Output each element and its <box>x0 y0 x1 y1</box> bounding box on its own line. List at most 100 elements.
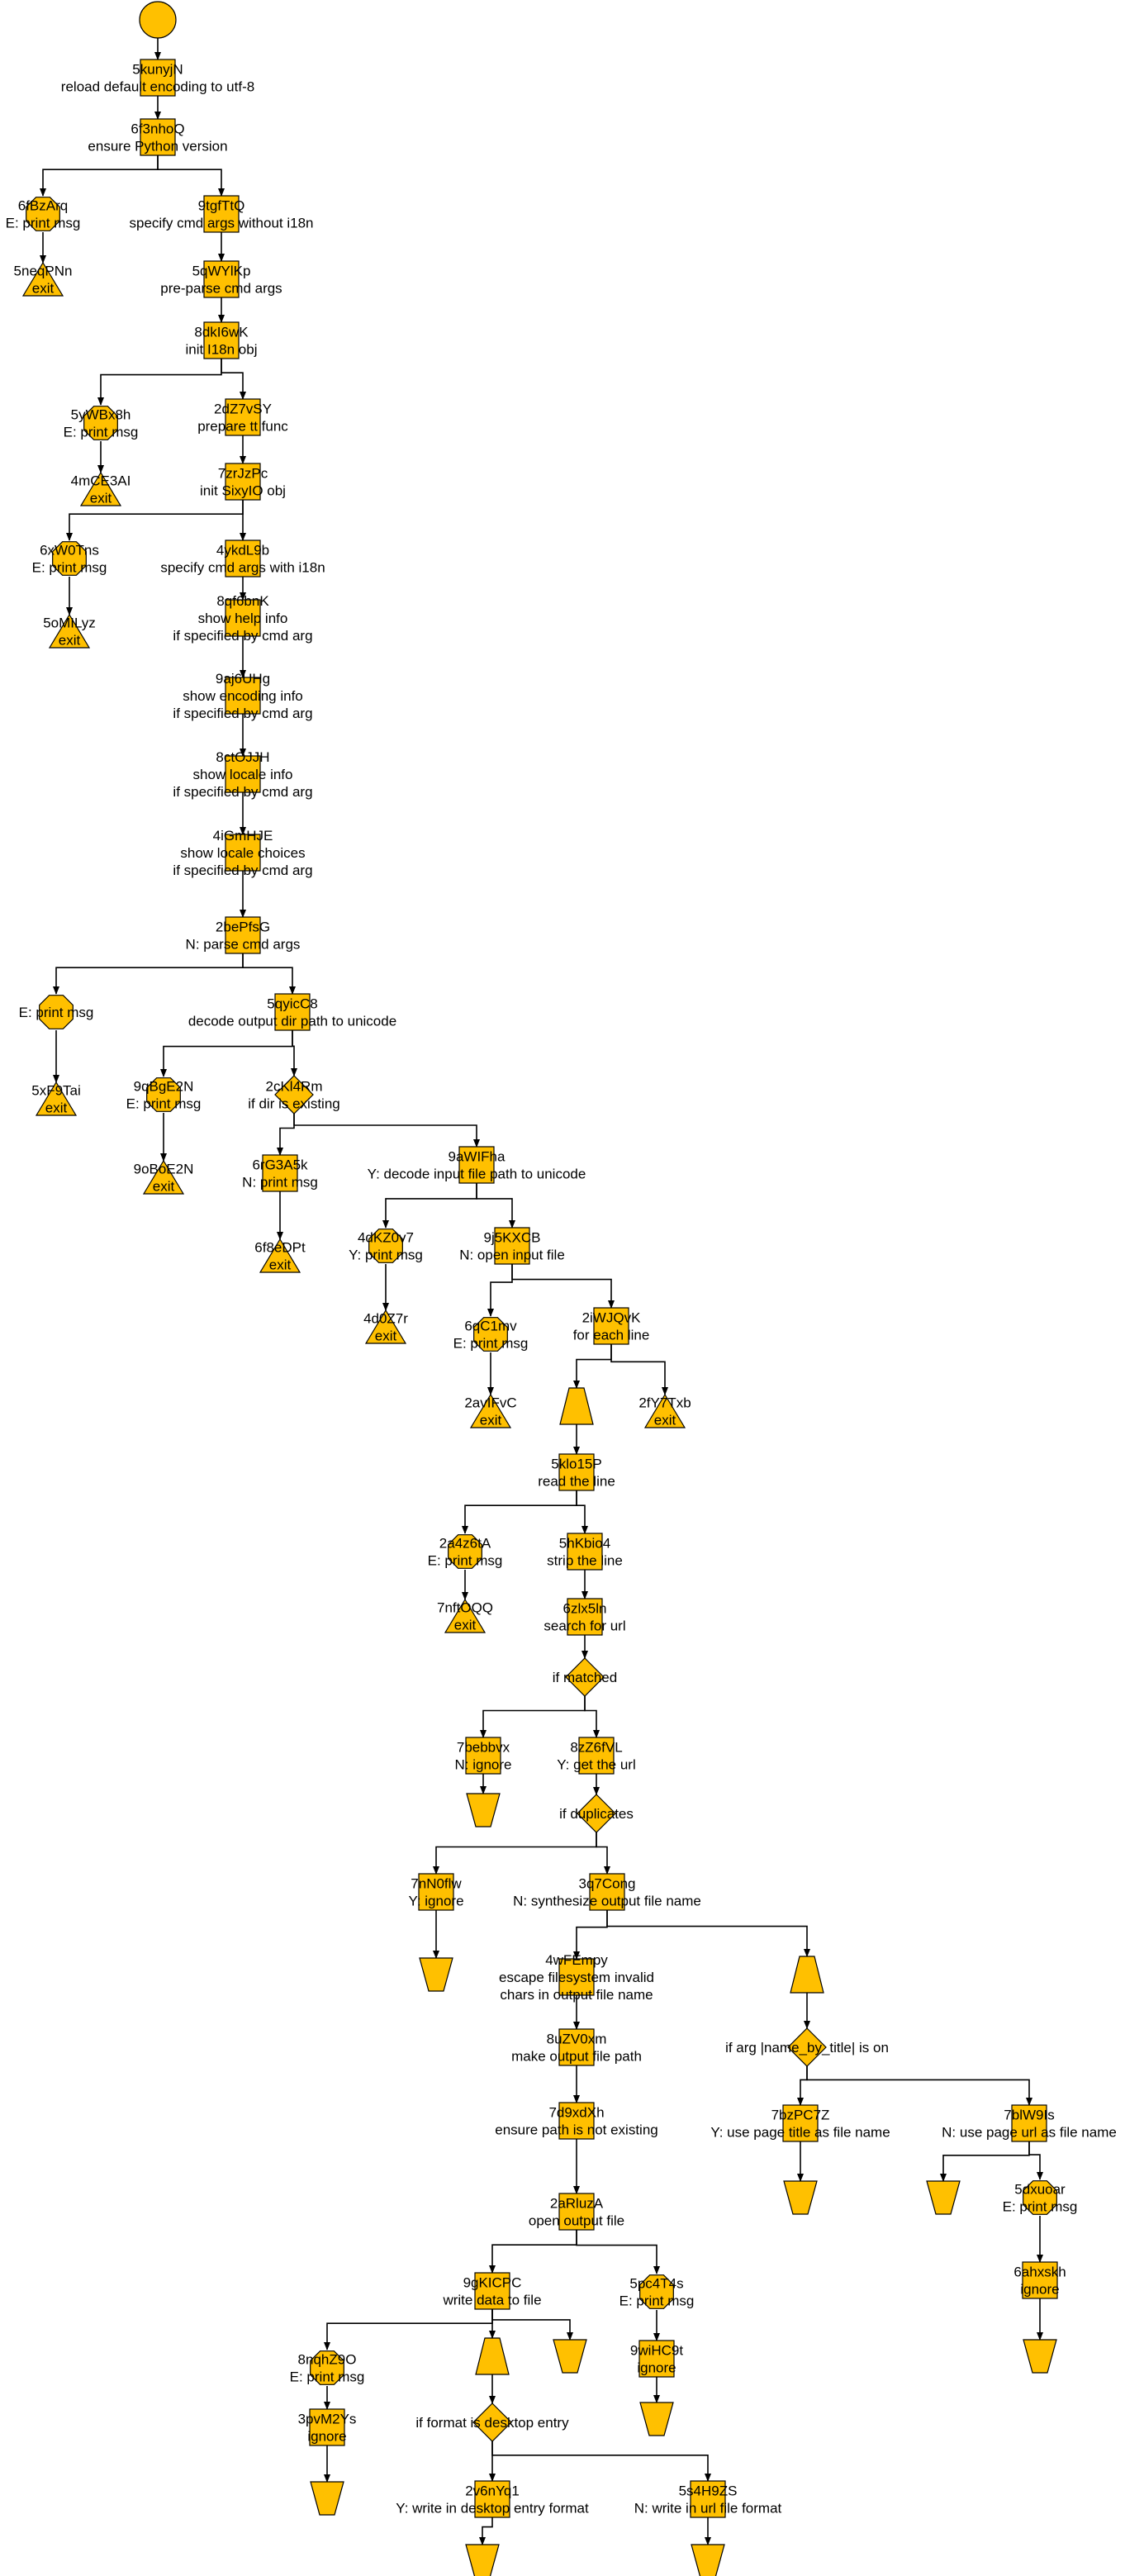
loopend-shape <box>783 2180 818 2215</box>
flow-node-n70: if format is desktop entry <box>415 2403 569 2442</box>
node-text-label: exit <box>654 1413 676 1428</box>
octagon-shape <box>448 1534 482 1569</box>
node-text-label: exit <box>59 633 81 649</box>
flow-node-n62 <box>1023 2339 1057 2374</box>
loopend-shape <box>639 2402 674 2436</box>
node-id-label: 9j5KXCB <box>484 1230 541 1246</box>
edge-n57-n58 <box>940 2141 1030 2182</box>
edge-n60-n63 <box>489 2230 577 2274</box>
node-id-label: 7nftOQQ <box>437 1600 493 1616</box>
node-id-label: 9aWIFha <box>449 1149 506 1165</box>
flow-node-start <box>139 1 177 39</box>
flow-node-n42: if matched <box>553 1657 617 1697</box>
node-id-label: 2bePfsG <box>216 920 270 935</box>
node-id-label: 4mCE3AI <box>71 473 131 489</box>
node-id-label: 7bebbvx <box>457 1740 510 1756</box>
edge-n19-n20 <box>53 953 244 995</box>
node-id-label: 4wFEmpy <box>545 1952 608 1968</box>
rect-shape <box>638 2340 675 2378</box>
octagon-shape <box>26 197 60 231</box>
triangle-shape <box>444 1598 487 1633</box>
flow-node-n67 <box>553 2339 587 2374</box>
node-text-label: if dir is existing <box>248 1096 339 1112</box>
node-id-label: 5qyicC8 <box>267 996 317 1012</box>
octagon-shape <box>1023 2180 1057 2215</box>
node-text-label: if specified by cmd arg <box>173 863 312 878</box>
node-id-label: 2a4z6tA <box>439 1536 491 1552</box>
node-text-label: for each line <box>573 1328 650 1343</box>
node-text-label: init SixyIO obj <box>200 483 286 499</box>
triangle-shape <box>469 1393 512 1428</box>
node-text-label: show locale choices <box>180 845 305 861</box>
diamond-shape <box>274 1075 314 1115</box>
rect-shape <box>225 539 261 577</box>
node-id-label: 6f8eDPt <box>254 1240 306 1256</box>
flow-node-n58 <box>926 2180 961 2215</box>
node-text-label: E: print msg <box>64 425 139 440</box>
rect-shape <box>262 1154 298 1192</box>
rect-shape <box>474 2272 510 2310</box>
flow-node-n51 <box>790 1956 824 1994</box>
edge-n70-n74 <box>491 2441 711 2482</box>
rect-shape <box>225 916 261 954</box>
node-text-label: reload default encoding to utf-8 <box>61 79 254 95</box>
node-id-label: 5qWYlKp <box>192 264 251 279</box>
rect-shape <box>1022 2261 1058 2299</box>
node-text-label: ensure Python version <box>88 139 227 154</box>
node-text-label: exit <box>32 281 55 297</box>
node-text-label: make output file path <box>511 2049 642 2065</box>
node-id-label: 3q7Cong <box>578 1876 635 1892</box>
rect-shape <box>418 1873 454 1911</box>
edge-n34-n36 <box>610 1344 668 1395</box>
node-text-label: E: print msg <box>290 2369 365 2385</box>
rect-shape <box>589 1873 625 1911</box>
octagon-shape <box>52 541 87 576</box>
loopstart-shape <box>559 1387 594 1425</box>
flow-node-n66 <box>475 2337 510 2375</box>
node-id-label: 4dKZ0v7 <box>358 1230 414 1246</box>
edge-n52-n57 <box>806 2066 1032 2106</box>
node-text-label: Y: decode input file path to unicode <box>368 1167 586 1182</box>
flow-node-n44 <box>466 1793 501 1827</box>
node-id-label: 2cKl4Rm <box>266 1079 323 1095</box>
node-text-label: exit <box>375 1328 397 1344</box>
triangle-shape <box>48 613 91 649</box>
rect-shape <box>494 1227 530 1265</box>
rect-shape <box>309 2408 345 2446</box>
edge-n42-n43 <box>480 1696 586 1738</box>
node-id-label: 2v6nYq1 <box>465 2483 520 2499</box>
node-text-label: if specified by cmd arg <box>173 628 312 644</box>
edge-n52-n55 <box>797 2066 808 2106</box>
node-id-label: 6qC1mv <box>464 1319 517 1334</box>
loopstart-shape <box>475 2337 510 2375</box>
rect-shape <box>474 2480 510 2518</box>
loopend-shape <box>310 2481 344 2516</box>
edge-n46-n49 <box>596 1832 610 1875</box>
node-id-label: 7zrJzPc <box>218 466 268 482</box>
edge-n49-n51 <box>606 1910 810 1957</box>
rect-shape <box>140 118 176 156</box>
node-text-label: N: write in url file format <box>634 2501 782 2517</box>
node-text-label: strip the line <box>547 1553 623 1569</box>
flow-node-n28: 9aWIFha Y: decode input file path to unic… <box>368 1146 586 1184</box>
triangle-shape <box>259 1238 301 1273</box>
loopend-shape <box>553 2339 587 2374</box>
node-id-label: 6f3nhoQ <box>131 121 184 137</box>
